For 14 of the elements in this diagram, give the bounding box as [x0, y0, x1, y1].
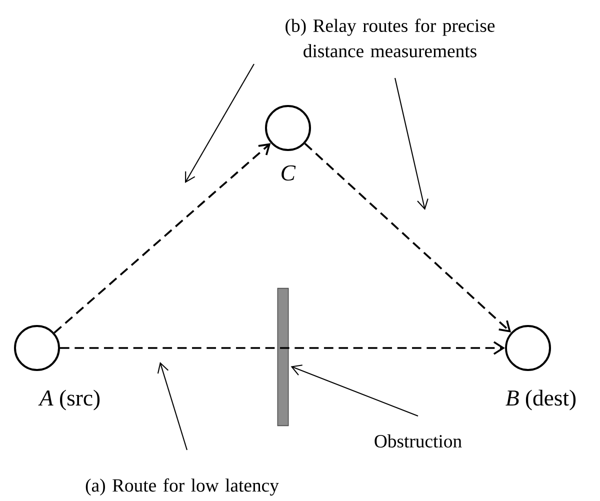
caption-text: (b) Relay routes for precise distance measurements	[286, 18, 495, 58]
dashed-arrow	[54, 143, 271, 334]
obstruction-bar	[277, 288, 289, 426]
caption-text: Obstruction	[374, 434, 462, 448]
leader-line	[290, 364, 418, 416]
leader-line	[185, 64, 254, 183]
node-label: C	[282, 165, 296, 181]
leader-line	[394, 78, 428, 210]
dashed-arrow	[60, 341, 505, 355]
leader-line	[157, 362, 188, 450]
node-label: B (dest)	[506, 390, 576, 410]
dashed-arrow	[304, 142, 512, 332]
caption-text: (a) Route for low latency	[86, 478, 279, 496]
node-label: A (src)	[38, 390, 100, 410]
